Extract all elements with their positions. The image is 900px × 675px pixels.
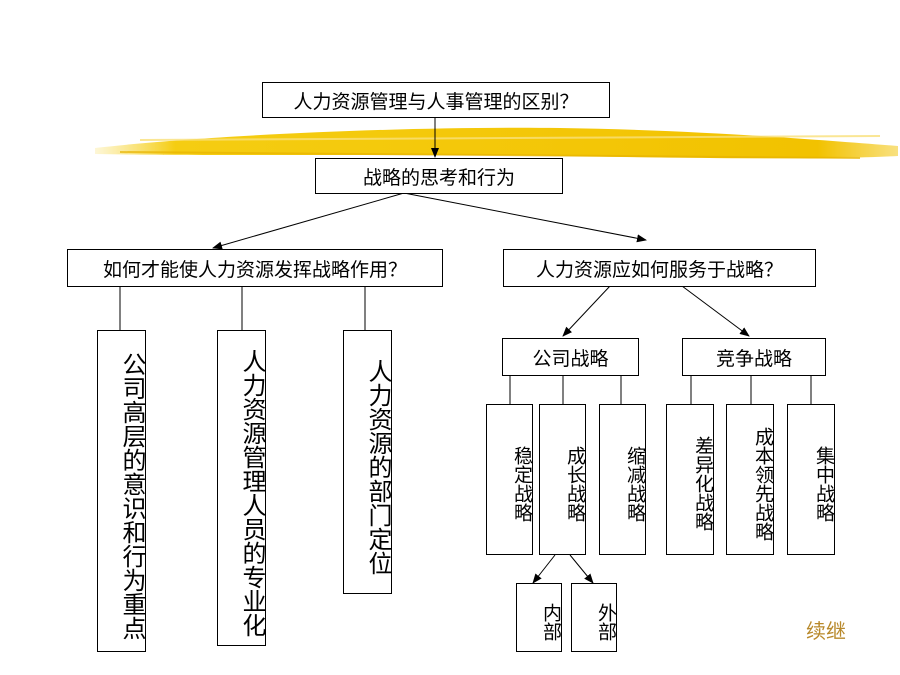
stability-strategy-box: 稳定战略 (486, 404, 533, 555)
differentiation-strategy-text: 差异化战略 (692, 436, 714, 531)
senior-management-text: 公司高层的意识和行为重点 (118, 352, 146, 640)
title-box: 人力资源管理与人事管理的区别？ (262, 82, 610, 118)
internal-growth-box: 内部 (516, 583, 562, 652)
cost-leadership-strategy-box: 成本领先战略 (726, 404, 774, 555)
strategy-thinking-text: 战略的思考和行为 (362, 166, 515, 189)
hr-professionalization-box: 人力资源管理人员的专业化 (217, 330, 266, 646)
hr-professionalization-text: 人力资源管理人员的专业化 (238, 349, 266, 637)
left-question-text: 如何才能使人力资源发挥战略作用？ (102, 258, 407, 281)
strategy-thinking-box: 战略的思考和行为 (315, 158, 563, 194)
competitive-strategy-box: 竞争战略 (682, 338, 826, 376)
right-question-text: 人力资源应如何服务于战略？ (535, 258, 783, 281)
competitive-strategy-text: 竞争战略 (715, 347, 792, 370)
growth-strategy-text: 成长战略 (564, 445, 586, 522)
hr-department-position-text: 人力资源的部门定位 (364, 359, 392, 575)
cost-leadership-strategy-text: 成本领先战略 (752, 426, 774, 541)
external-growth-box: 外部 (571, 583, 617, 652)
growth-strategy-box: 成长战略 (539, 404, 586, 555)
stability-strategy-text: 稳定战略 (511, 445, 533, 522)
focus-strategy-text: 集中战略 (813, 445, 835, 522)
differentiation-strategy-box: 差异化战略 (666, 404, 714, 555)
title-text: 人力资源管理与人事管理的区别？ (293, 90, 579, 113)
left-question-box: 如何才能使人力资源发挥战略作用？ (67, 249, 443, 287)
retrenchment-strategy-box: 缩减战略 (599, 404, 646, 555)
hr-department-position-box: 人力资源的部门定位 (343, 330, 392, 594)
right-question-box: 人力资源应如何服务于战略？ (503, 249, 816, 287)
corporate-strategy-box: 公司战略 (502, 338, 639, 376)
external-growth-text: 外部 (595, 602, 617, 641)
continue-link[interactable]: 续继 (806, 619, 846, 643)
corporate-strategy-text: 公司战略 (532, 347, 609, 370)
internal-growth-text: 内部 (540, 602, 562, 641)
focus-strategy-box: 集中战略 (787, 404, 835, 555)
senior-management-box: 公司高层的意识和行为重点 (97, 330, 146, 652)
retrenchment-strategy-text: 缩减战略 (624, 445, 646, 522)
